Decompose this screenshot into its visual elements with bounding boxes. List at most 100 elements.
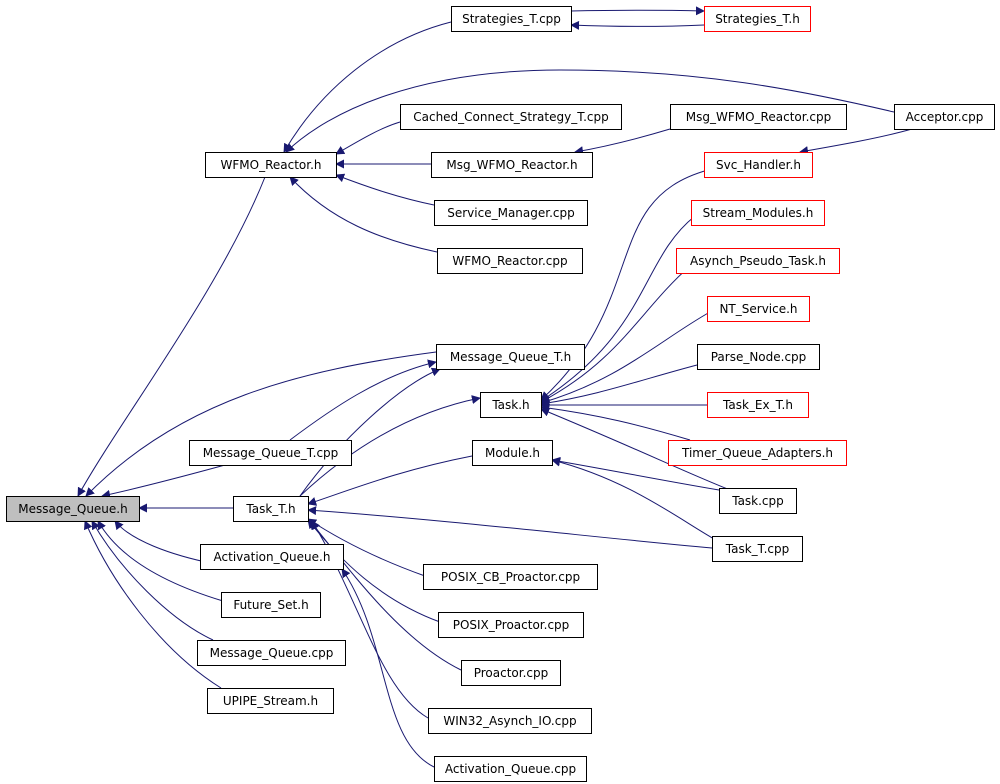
- node-message_queue_cpp[interactable]: Message_Queue.cpp: [197, 640, 346, 666]
- node-activation_queue_cpp[interactable]: Activation_Queue.cpp: [434, 756, 587, 782]
- node-box: [431, 152, 593, 178]
- node-label: NT_Service.h: [719, 302, 797, 316]
- node-box: [400, 104, 622, 130]
- node-msg_wfmo_reactor_h[interactable]: Msg_WFMO_Reactor.h: [431, 152, 593, 178]
- node-box: [719, 488, 797, 514]
- node-future_set_h[interactable]: Future_Set.h: [221, 592, 321, 618]
- node-label: Cached_Connect_Strategy_T.cpp: [413, 110, 609, 124]
- node-box: [423, 564, 598, 590]
- node-box: [428, 708, 592, 734]
- node-label: WFMO_Reactor.h: [221, 158, 322, 172]
- node-label: Message_Queue.cpp: [210, 646, 334, 660]
- node-label: Msg_WFMO_Reactor.cpp: [686, 110, 831, 124]
- edge-module_h-to-task_t_h: [307, 455, 473, 506]
- node-posix_cb_proactor_cpp[interactable]: POSIX_CB_Proactor.cpp: [423, 564, 598, 590]
- edge-service_manager_cpp-to-wfmo_reactor_h: [335, 173, 435, 206]
- node-box: [668, 440, 847, 466]
- node-message_queue_t_cpp[interactable]: Message_Queue_T.cpp: [189, 440, 352, 466]
- node-module_h[interactable]: Module.h: [472, 440, 553, 466]
- edge-message_queue_t_cpp-to-message_queue_h: [101, 464, 226, 499]
- node-nt_service_h[interactable]: NT_Service.h: [707, 296, 810, 322]
- node-box: [451, 6, 572, 32]
- node-box: [434, 200, 588, 226]
- node-strategies_t_cpp[interactable]: Strategies_T.cpp: [451, 6, 572, 32]
- node-box: [436, 344, 585, 370]
- node-label: Timer_Queue_Adapters.h: [681, 446, 833, 460]
- node-label: Message_Queue.h: [18, 502, 127, 516]
- node-win32_asynch_io_cpp[interactable]: WIN32_Asynch_IO.cpp: [428, 708, 592, 734]
- edge-strategies_t_cpp-to-wfmo_reactor_h: [283, 21, 452, 153]
- node-box: [670, 104, 847, 130]
- edge-acceptor_cpp-to-svc_handler_h: [799, 128, 913, 156]
- node-posix_proactor_cpp[interactable]: POSIX_Proactor.cpp: [438, 612, 584, 638]
- edge-stream_modules_h-to-task_h: [540, 215, 696, 402]
- edge-task_t_h-to-task_h: [299, 395, 481, 497]
- edge-task_cpp-to-task_h: [540, 407, 731, 491]
- node-label: Message_Queue_T.cpp: [203, 446, 339, 460]
- node-acceptor_cpp[interactable]: Acceptor.cpp: [894, 104, 995, 130]
- node-box: [691, 200, 825, 226]
- node-label: Task.h: [491, 398, 529, 412]
- node-label: Task_T.cpp: [725, 542, 789, 556]
- node-proactor_cpp[interactable]: Proactor.cpp: [461, 660, 561, 686]
- node-box: [894, 104, 995, 130]
- node-label: Svc_Handler.h: [716, 158, 801, 172]
- node-label: POSIX_CB_Proactor.cpp: [441, 570, 580, 584]
- node-task_t_h[interactable]: Task_T.h: [233, 496, 309, 522]
- node-label: Asynch_Pseudo_Task.h: [690, 254, 826, 268]
- node-task_t_cpp[interactable]: Task_T.cpp: [712, 536, 803, 562]
- edge-acceptor_cpp-to-wfmo_reactor_h: [285, 69, 895, 153]
- node-wfmo_reactor_cpp[interactable]: WFMO_Reactor.cpp: [437, 248, 583, 274]
- node-label: Message_Queue_T.h: [450, 350, 571, 364]
- node-box: [205, 152, 337, 178]
- node-label: Parse_Node.cpp: [711, 350, 807, 364]
- node-svc_handler_h[interactable]: Svc_Handler.h: [704, 152, 813, 178]
- node-stream_modules_h[interactable]: Stream_Modules.h: [691, 200, 825, 226]
- node-label: Msg_WFMO_Reactor.h: [446, 158, 577, 172]
- node-box: [189, 440, 352, 466]
- node-cached_connect_strategy_t_cpp[interactable]: Cached_Connect_Strategy_T.cpp: [400, 104, 622, 130]
- edge-task_cpp-to-module_h: [551, 456, 720, 491]
- node-label: Stream_Modules.h: [703, 206, 814, 220]
- node-timer_queue_adapters_h[interactable]: Timer_Queue_Adapters.h: [668, 440, 847, 466]
- node-asynch_pseudo_task_h[interactable]: Asynch_Pseudo_Task.h: [676, 248, 840, 274]
- node-label: Task_T.h: [245, 502, 295, 516]
- node-strategies_t_h[interactable]: Strategies_T.h: [704, 6, 811, 32]
- edge-message_queue_cpp-to-message_queue_h: [91, 520, 214, 641]
- node-parse_node_cpp[interactable]: Parse_Node.cpp: [697, 344, 820, 370]
- node-message_queue_h[interactable]: Message_Queue.h: [6, 496, 140, 522]
- node-service_manager_cpp[interactable]: Service_Manager.cpp: [434, 200, 588, 226]
- node-task_cpp[interactable]: Task.cpp: [719, 488, 797, 514]
- node-box: [472, 440, 553, 466]
- node-label: Acceptor.cpp: [906, 110, 984, 124]
- node-box: [704, 152, 813, 178]
- node-label: UPIPE_Stream.h: [223, 694, 318, 708]
- node-box: [233, 496, 309, 522]
- node-upipe_stream_h[interactable]: UPIPE_Stream.h: [207, 688, 334, 714]
- edge-parse_node_cpp-to-task_h: [540, 364, 698, 408]
- node-message_queue_t_h[interactable]: Message_Queue_T.h: [436, 344, 585, 370]
- node-label: Service_Manager.cpp: [447, 206, 575, 220]
- edge-posix_proactor_cpp-to-task_t_h: [307, 519, 441, 623]
- node-task_ex_t_h[interactable]: Task_Ex_T.h: [707, 392, 809, 418]
- node-label: Activation_Queue.h: [214, 550, 331, 564]
- edge-message_queue_t_cpp-to-message_queue_t_h: [289, 359, 437, 441]
- edge-future_set_h-to-message_queue_h: [97, 520, 224, 602]
- edge-asynch_pseudo_task_h-to-task_h: [540, 265, 691, 403]
- node-activation_queue_h[interactable]: Activation_Queue.h: [200, 544, 344, 570]
- node-task_h[interactable]: Task.h: [480, 392, 542, 418]
- edge-wfmo_reactor_h-to-message_queue_h: [77, 176, 266, 497]
- node-label: WIN32_Asynch_IO.cpp: [443, 714, 576, 728]
- node-msg_wfmo_reactor_cpp[interactable]: Msg_WFMO_Reactor.cpp: [670, 104, 847, 130]
- node-wfmo_reactor_h[interactable]: WFMO_Reactor.h: [205, 152, 337, 178]
- node-box: [707, 296, 810, 322]
- node-box: [197, 640, 346, 666]
- node-box: [434, 756, 587, 782]
- edge-message_queue_t_h-to-message_queue_h: [85, 351, 437, 497]
- edge-msg_wfmo_reactor_cpp-to-msg_wfmo_reactor_h: [574, 128, 671, 156]
- nodes-layer: Strategies_T.cpp Strategies_T.hCached_Con…: [6, 6, 995, 782]
- edge-cached_connect_strategy_t_cpp-to-wfmo_reactor_h: [335, 121, 401, 155]
- node-box: [712, 536, 803, 562]
- node-box: [438, 612, 584, 638]
